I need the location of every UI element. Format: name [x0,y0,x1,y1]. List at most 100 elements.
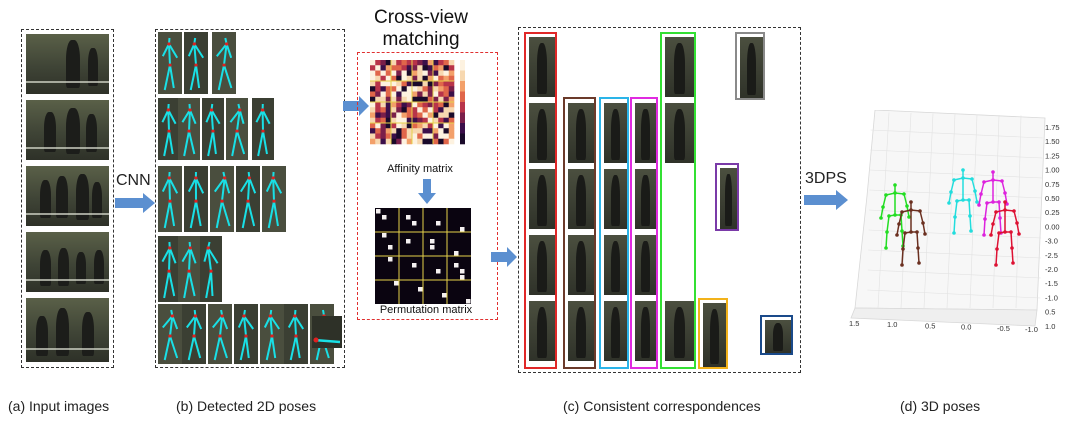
pose-panel [155,29,345,368]
pose-crop [158,304,182,364]
person-crop [635,169,656,229]
input-image-2 [26,100,109,160]
person-crop [529,235,555,295]
person-crop [568,235,594,295]
3d-skeleton [947,168,979,235]
input-images-panel [21,29,114,368]
label-correspondences: (c) Consistent correspondences [563,398,761,414]
3dps-arrow [804,190,848,210]
pose-closeup [312,316,342,348]
matching-title-line2: matching [382,29,460,50]
pose-crop [178,98,200,160]
3d-skeleton [989,200,1021,267]
person-crop [635,235,656,295]
pose-crop [252,98,274,160]
y-tick-label: 0.25 [1045,208,1060,217]
person-crop [529,103,555,163]
x-tick-label: 0.5 [925,321,935,330]
person-crop [604,169,627,229]
person-crop [665,103,694,163]
input-image-4 [26,232,109,292]
x-tick-label: -1.0 [1025,325,1038,334]
y-tick-label: 0.5 [1045,308,1055,317]
correspondence-group [524,32,557,369]
x-tick-label: 1.5 [849,319,859,328]
person-crop [740,37,763,98]
permutation-matrix [375,208,471,304]
pose-crop [200,236,222,302]
person-crop [568,103,594,163]
correspondence-panel [518,27,801,373]
pose-crop [260,304,284,364]
pose-crop [184,32,208,94]
label-detected-poses: (b) Detected 2D poses [176,398,317,414]
correspondence-group [760,315,793,355]
person-crop [568,301,594,361]
y-tick-label: 0.75 [1045,180,1060,189]
person-crop [635,103,656,163]
y-tick-label: -2.5 [1045,251,1058,260]
3d-skeleton [977,170,1009,237]
cnn-arrow [115,193,155,213]
pose-crop [208,304,232,364]
input-image-3 [26,166,109,226]
person-crop [529,37,555,97]
y-tick-label: -1.0 [1045,293,1058,302]
y-tick-label: -2.0 [1045,265,1058,274]
person-crop [665,301,694,361]
y-tick-label: 1.00 [1045,166,1060,175]
pose-crop [202,98,224,160]
person-crop [665,37,694,97]
person-crop [529,301,555,361]
cnn-label: CNN [116,172,151,189]
y-tick-label: 1.25 [1045,151,1060,160]
affinity-matrix [370,60,465,145]
x-tick-label: 1.0 [887,320,897,329]
person-crop [720,168,737,229]
pose-crop [226,98,248,160]
input-image-1 [26,34,109,94]
down-arrow [418,179,436,204]
pose-crop [210,166,234,232]
pose-crops [158,32,342,364]
3d-skeleton [879,183,911,250]
3d-pose-plot: 1.751.501.251.000.750.500.250.00-3.0-2.5… [849,110,1060,334]
3d-skeleton [895,200,927,267]
person-crop [765,320,791,353]
correspondence-group [735,32,765,100]
person-crop [568,169,594,229]
person-crop [604,235,627,295]
label-input-images: (a) Input images [8,398,110,414]
pose-crop [262,166,286,232]
to-matching-arrow [343,96,369,116]
correspondence-group [563,97,596,369]
y-tick-label: -1.5 [1045,279,1058,288]
affinity-caption: Affinity matrix [387,163,453,175]
person-crop [529,169,555,229]
pose-crop [284,304,308,364]
y-tick-label: -3.0 [1045,237,1058,246]
input-image-5 [26,298,109,362]
correspondence-group [660,32,696,369]
label-3d-poses: (d) 3D poses [900,398,981,414]
pose-crop [158,166,182,232]
person-crop [604,301,627,361]
y-tick-label: 1.50 [1045,137,1060,146]
pose-crop [236,166,260,232]
permutation-caption: Permutation matrix [379,304,473,316]
person-crop [703,303,726,367]
pose-crop [184,166,208,232]
person-crop [635,301,656,361]
correspondence-group [630,97,658,369]
correspondence-group [715,163,739,231]
3dps-label: 3DPS [805,170,847,187]
y-tick-label: 1.0 [1045,322,1055,331]
y-tick-label: 0.00 [1045,222,1060,231]
matching-panel [357,52,498,320]
pose-crop [158,98,180,160]
matching-title: Cross-view matching [355,7,487,51]
matching-title-line1: Cross-view [374,7,468,28]
correspondence-group [599,97,629,369]
correspondence-group [698,298,728,369]
person-crop [604,103,627,163]
